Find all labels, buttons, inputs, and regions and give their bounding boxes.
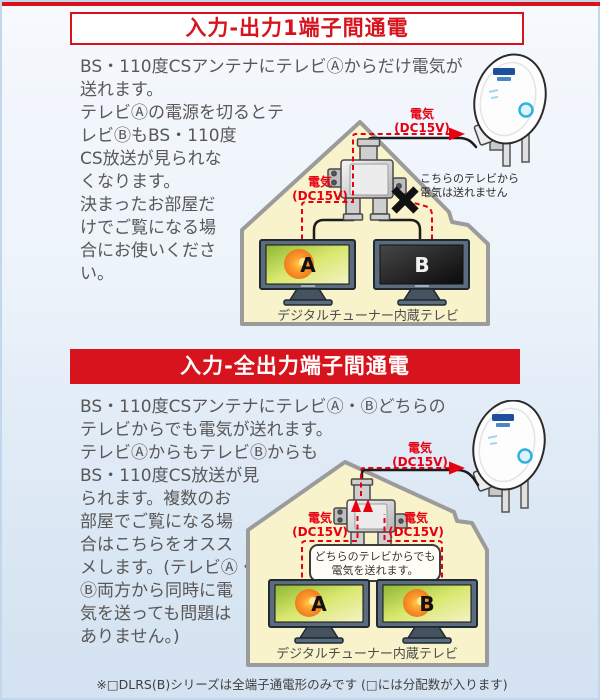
power-flow-dashed-lines [301, 467, 449, 586]
diagram-all-terminals: 電気 (DC15V) 電気 (DC15V) 電気 (DC15V) どちらのテレビ… [246, 400, 546, 667]
tv-a: A [268, 579, 370, 644]
blocked-x-icon [391, 186, 419, 214]
tv-a-power-label-2: (DC15V) [292, 525, 348, 539]
diagram-one-terminal: 電気 (DC15V) 電気 (DC15V) こちらのテレビから 電気は送れません… [240, 53, 547, 326]
power-arrow-to-antenna [449, 461, 465, 475]
blocked-note-1: こちらのテレビから [420, 172, 519, 185]
tv-a-power-label-1: 電気 [308, 510, 332, 525]
tv-b-power-label-2: (DC15V) [388, 525, 444, 539]
callout-line-1: どちらのテレビからでも [315, 550, 436, 563]
section1-header: 入力-出力1端子間通電 [70, 12, 524, 45]
tv-caption: デジタルチューナー内蔵テレビ [276, 646, 458, 662]
tv-a: A [259, 239, 356, 306]
footnote: ※□DLRS(B)シリーズは全端子通電形のみです (□には分配数が入ります) [96, 677, 508, 692]
section2-body-text: BS・110度CSアンテナにテレビⒶ・Ⓑどちらの テレビからでも電気が送れます。… [80, 397, 446, 647]
tv-a-letter: A [300, 253, 316, 277]
tv-a-power-label-2: (DC15V) [292, 189, 348, 203]
antenna-power-label-1: 電気 [408, 440, 432, 455]
power-up-arrow-b [363, 499, 373, 512]
callout-line-2: 電気を送れます。 [332, 563, 419, 577]
antenna-power-label-2: (DC15V) [394, 121, 450, 135]
tv-b-power-label-1: 電気 [404, 510, 428, 525]
callout-box: どちらのテレビからでも 電気を送れます。 [309, 544, 441, 582]
tv-b: B [373, 239, 470, 306]
satellite-dish-icon [472, 400, 546, 513]
section1-body-text: BS・110度CSアンテナにテレビⒶからだけ電気が 送れます。 テレビⒶの電源を… [80, 57, 463, 284]
satellite-dish-icon [473, 53, 547, 167]
antenna-power-label-2: (DC15V) [392, 455, 448, 469]
power-flow-dashed-lines [301, 133, 449, 248]
tv-b-letter: B [414, 253, 429, 277]
tv-b: B [376, 579, 478, 644]
power-arrow-to-antenna [449, 127, 465, 141]
power-up-arrow-a [351, 499, 361, 512]
top-red-bar [2, 2, 600, 6]
tv-caption: デジタルチューナー内蔵テレビ [277, 308, 459, 324]
tv-a-power-label-1: 電気 [308, 174, 332, 189]
tv-b-letter: B [419, 592, 434, 616]
blocked-note-2: 電気は送れません [420, 185, 508, 199]
tv-a-letter: A [311, 592, 327, 616]
antenna-power-label-1: 電気 [410, 106, 434, 121]
section2-header: 入力-全出力端子間通電 [70, 349, 520, 384]
